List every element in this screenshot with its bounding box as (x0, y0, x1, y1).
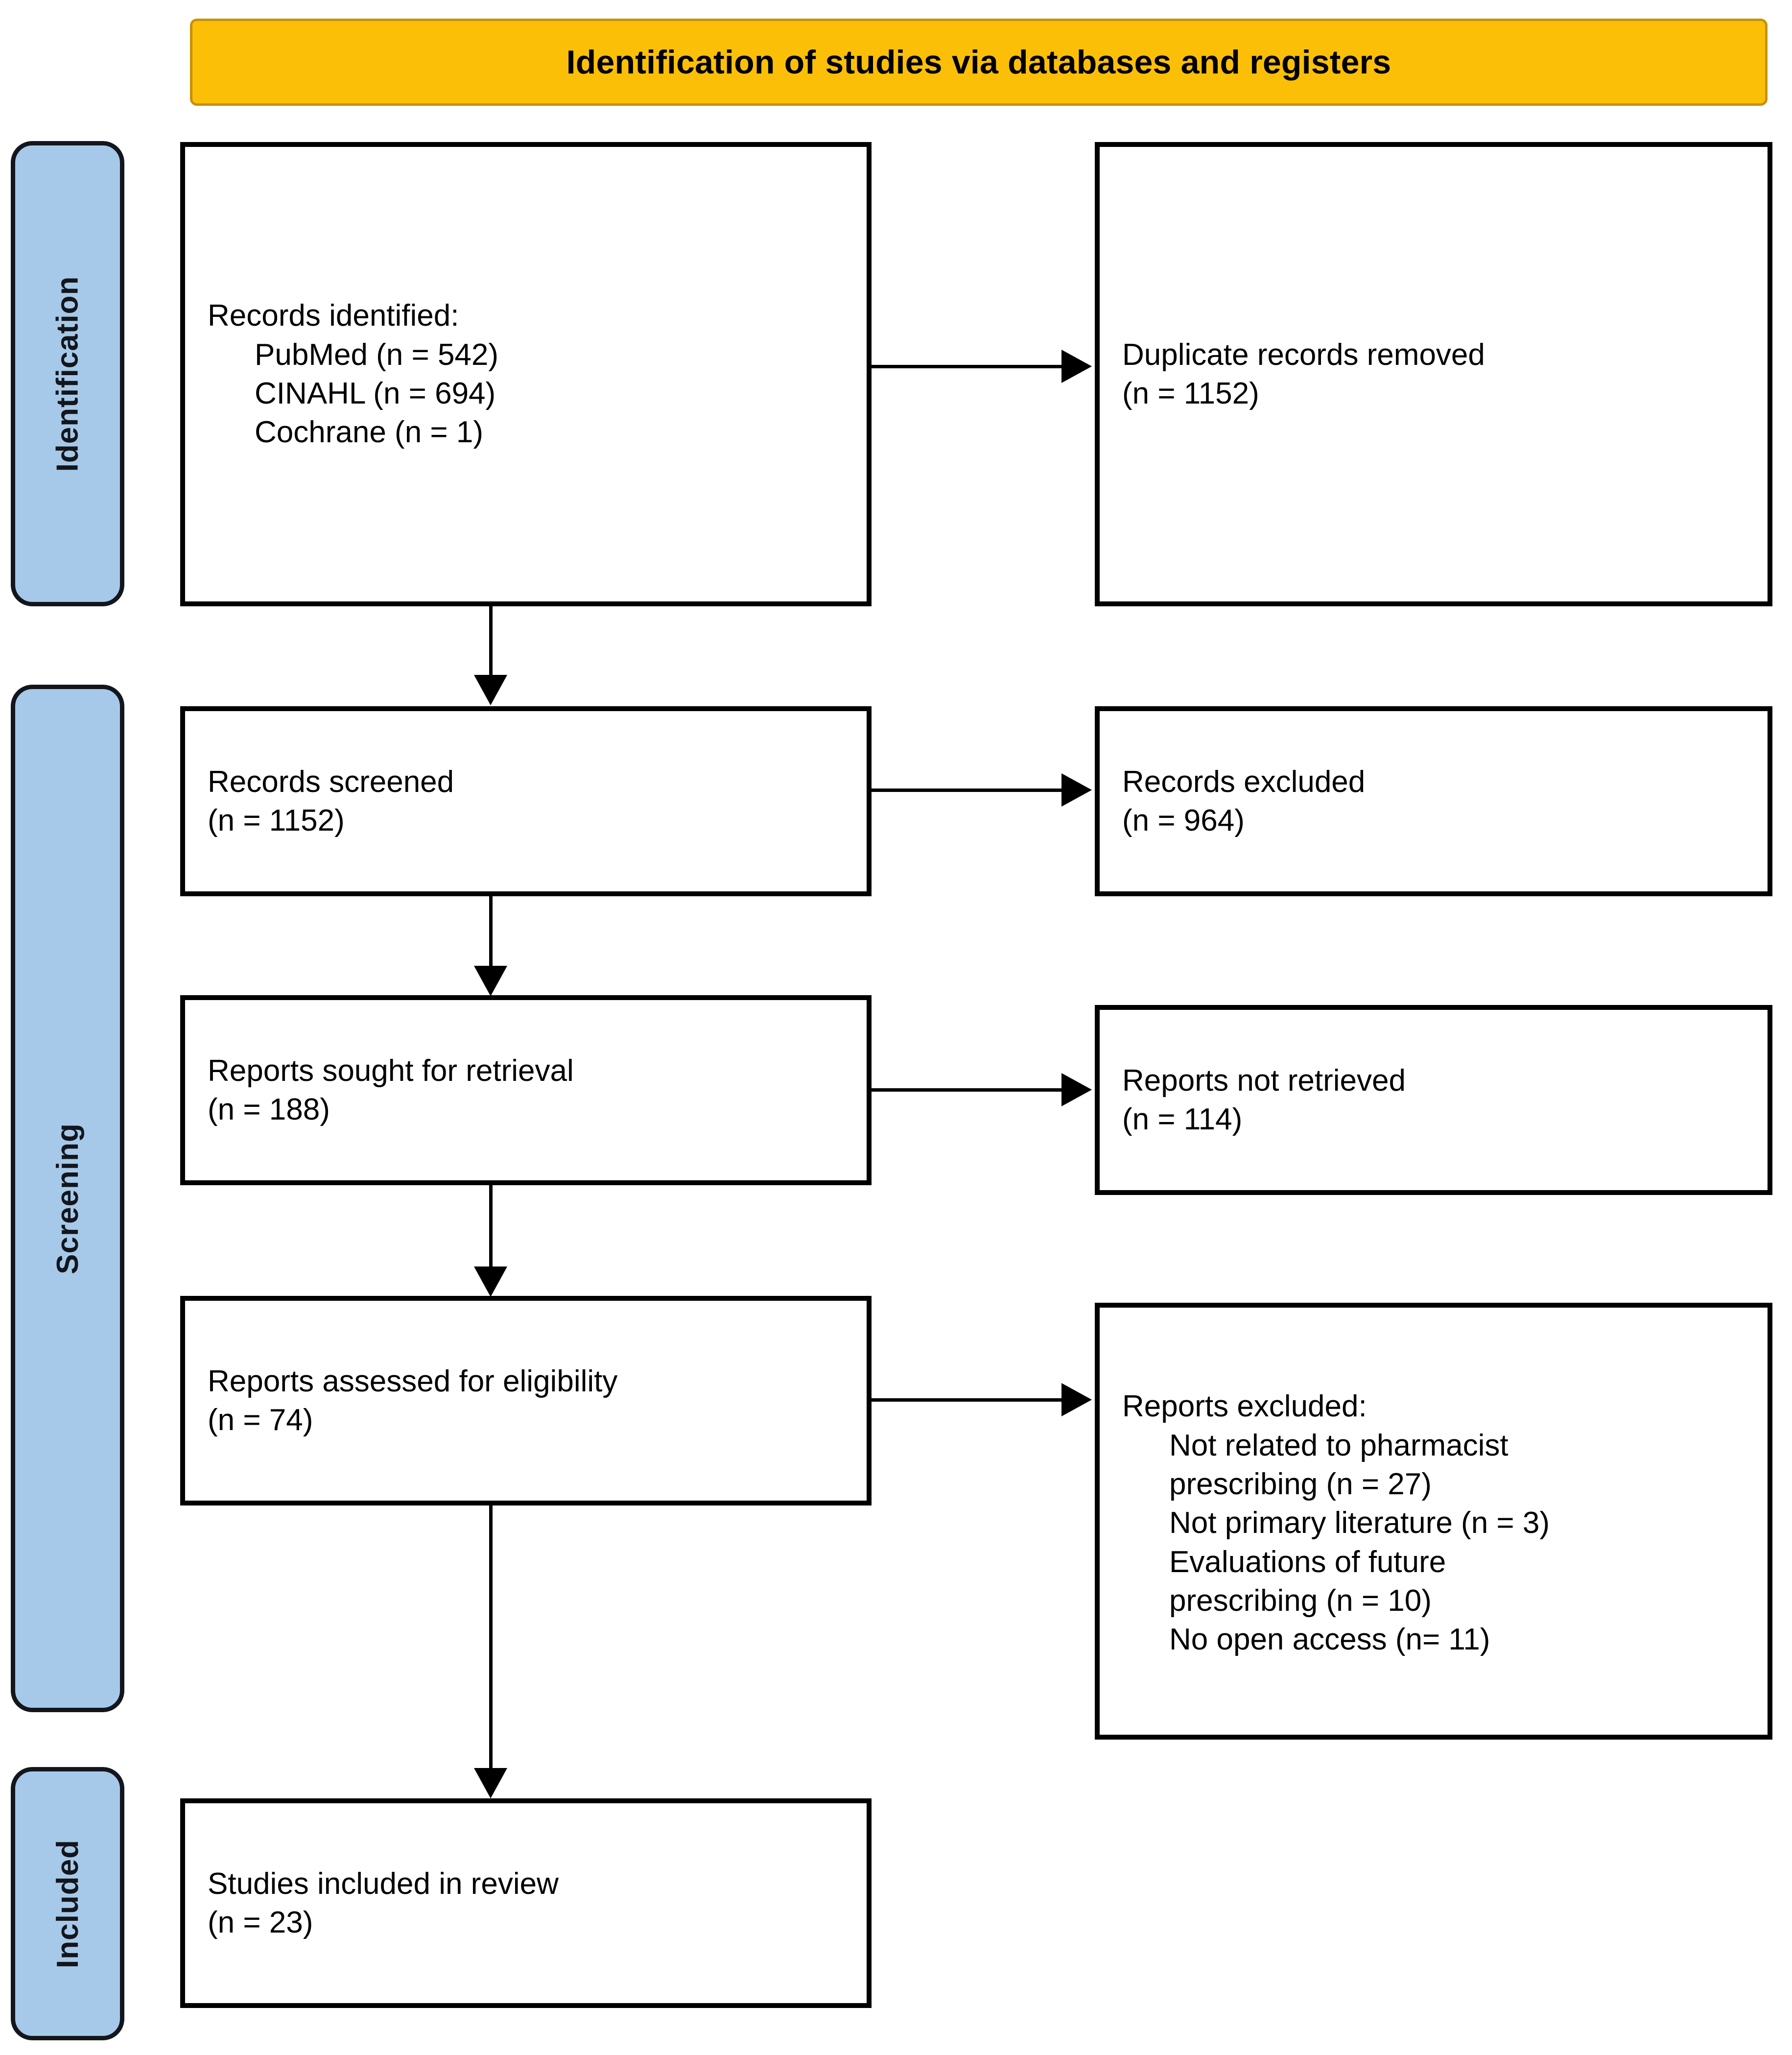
arrow-down-icon-screened-to-sought (474, 966, 507, 996)
records-excluded-count: (n = 964) (1122, 804, 1245, 837)
connector-line-sought-to-assessed (489, 1185, 493, 1269)
records-identified-heading: Records identified: (208, 299, 459, 333)
box-records-identified: Records identified: PubMed (n = 542) CIN… (180, 142, 872, 606)
records-excluded-label: Records excluded (1122, 765, 1366, 799)
reports-sought-count: (n = 188) (208, 1093, 330, 1126)
arrow-down-icon-assessed-to-included (474, 1768, 507, 1798)
reports-not-retrieved-label: Reports not retrieved (1122, 1063, 1406, 1098)
reports-assessed-label: Reports assessed for eligibility (208, 1364, 618, 1398)
connector-line-identified-to-duplicates (872, 365, 1062, 368)
box-reports-assessed-for-eligibility: Reports assessed for eligibility (n = 74… (180, 1296, 872, 1505)
reports-excluded-reason-3a: Evaluations of future (1169, 1545, 1446, 1579)
box-duplicate-records-removed: Duplicate records removed (n = 1152) (1095, 142, 1772, 606)
records-identified-cochrane: Cochrane (n = 1) (255, 415, 483, 450)
connector-line-screened-to-records-excluded (872, 789, 1062, 792)
stage-label-included: Included (11, 1767, 124, 2040)
stage-label-screening: Screening (11, 685, 124, 1712)
stage-label-identification: Identification (11, 141, 124, 606)
records-screened-label: Records screened (208, 765, 454, 799)
arrow-right-icon-screened-to-records-excluded (1061, 773, 1092, 807)
arrow-down-icon-sought-to-assessed (474, 1266, 507, 1297)
arrow-right-icon-sought-to-not-retrieved (1061, 1073, 1092, 1106)
arrow-down-icon-identified-to-screened (474, 675, 507, 705)
reports-excluded-reason-4: No open access (n= 11) (1169, 1623, 1490, 1657)
reports-excluded-heading: Reports excluded: (1122, 1389, 1367, 1424)
studies-included-count: (n = 23) (208, 1906, 313, 1939)
reports-excluded-reason-1a: Not related to pharmacist (1169, 1428, 1509, 1462)
studies-included-label: Studies included in review (208, 1866, 559, 1901)
box-records-excluded: Records excluded (n = 964) (1095, 706, 1772, 896)
records-identified-cinahl: CINAHL (n = 694) (255, 377, 496, 410)
stage-label-screening-text: Screening (50, 1123, 85, 1274)
arrow-right-icon-assessed-to-reports-excluded (1061, 1383, 1092, 1416)
stage-label-identification-text: Identification (50, 276, 85, 472)
reports-excluded-reason-2: Not primary literature (n = 3) (1169, 1506, 1550, 1540)
box-reports-not-retrieved: Reports not retrieved (n = 114) (1095, 1005, 1772, 1195)
duplicate-records-count: (n = 1152) (1122, 377, 1259, 410)
connector-line-identified-to-screened (489, 606, 493, 695)
connector-line-screened-to-sought (489, 896, 493, 970)
stage-label-included-text: Included (50, 1839, 85, 1968)
diagram-title: Identification of studies via databases … (566, 43, 1391, 81)
connector-line-assessed-to-reports-excluded (872, 1398, 1062, 1402)
records-identified-pubmed: PubMed (n = 542) (255, 337, 499, 372)
records-screened-count: (n = 1152) (208, 804, 345, 837)
box-studies-included-in-review: Studies included in review (n = 23) (180, 1798, 872, 2008)
connector-line-assessed-to-included (489, 1505, 493, 1770)
duplicate-records-label: Duplicate records removed (1122, 337, 1485, 372)
reports-assessed-count: (n = 74) (208, 1403, 313, 1437)
connector-line-sought-to-not-retrieved (872, 1088, 1062, 1092)
box-reports-excluded: Reports excluded: Not related to pharmac… (1095, 1303, 1772, 1740)
reports-excluded-reason-1b: prescribing (n = 27) (1169, 1467, 1432, 1501)
reports-not-retrieved-count: (n = 114) (1122, 1102, 1243, 1136)
diagram-header-banner: Identification of studies via databases … (190, 19, 1768, 106)
reports-excluded-reason-3b: prescribing (n = 10) (1169, 1584, 1432, 1618)
box-reports-sought-for-retrieval: Reports sought for retrieval (n = 188) (180, 995, 872, 1185)
arrow-right-icon-identified-to-duplicates (1061, 350, 1092, 383)
box-records-screened: Records screened (n = 1152) (180, 706, 872, 896)
reports-sought-label: Reports sought for retrieval (208, 1053, 574, 1088)
